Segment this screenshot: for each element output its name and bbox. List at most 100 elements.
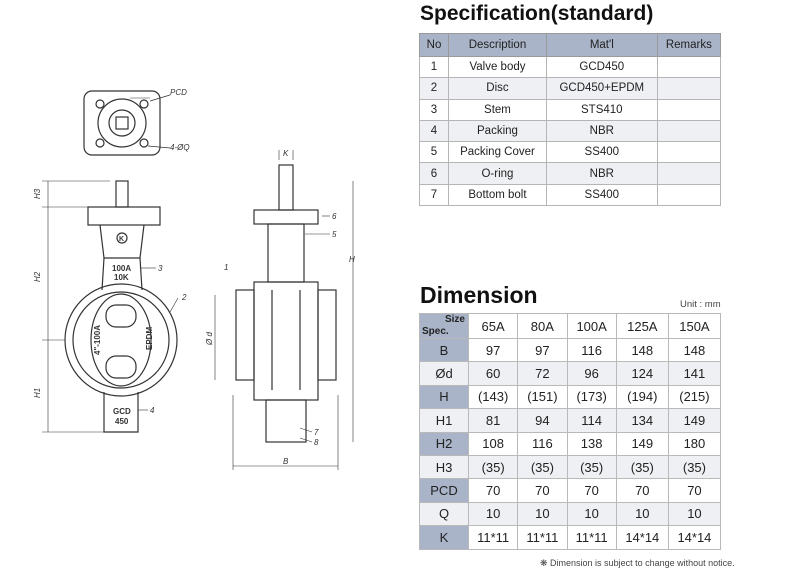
table-cell: GCD450+EPDM [545, 77, 658, 100]
table-cell: 10 [667, 501, 722, 527]
table-cell: 10 [517, 501, 568, 527]
table-cell: 70 [615, 478, 669, 503]
row-label: K [419, 525, 469, 550]
table-cell: Valve body [448, 55, 547, 79]
table-cell: 97 [467, 337, 519, 363]
table-cell: 148 [667, 337, 722, 363]
table-cell: 72 [517, 361, 568, 386]
body-mark-2: 10K [114, 273, 129, 282]
table-row: H(143)(151)(173)(194)(215) [419, 384, 722, 410]
table-cell: 180 [667, 431, 722, 456]
row-label: H3 [419, 454, 469, 480]
spec-header-description: Description [448, 33, 547, 57]
callout-7: 7 [314, 428, 319, 437]
table-cell [656, 77, 722, 100]
corner-size-label: Size [444, 314, 465, 325]
h-label: H [349, 255, 355, 264]
table-cell: 94 [517, 408, 568, 433]
dimension-title: Dimension [420, 282, 538, 308]
h3-label: H3 [33, 188, 42, 199]
table-cell: 5 [419, 141, 449, 164]
table-cell: (35) [566, 454, 617, 480]
body-mark-1: 100A [112, 264, 131, 273]
logo-k: K [119, 236, 124, 243]
table-cell: (35) [667, 454, 722, 480]
spec-header-no: No [419, 33, 449, 57]
h2-label: H2 [33, 271, 42, 282]
top-flange-view [83, 90, 171, 156]
table-cell: O-ring [448, 162, 547, 185]
table-cell: 149 [615, 431, 669, 456]
table-cell: (215) [667, 384, 722, 410]
k-label: K [283, 149, 289, 158]
table-cell [656, 55, 722, 79]
corner-spec-label: Spec. [422, 326, 449, 337]
table-cell: 60 [467, 361, 519, 386]
unit-label: Unit : mm [680, 299, 721, 310]
table-row: H3(35)(35)(35)(35)(35) [419, 454, 722, 480]
callout-4: 4 [150, 406, 155, 415]
table-cell: 70 [667, 478, 722, 503]
bottom-mark-1: GCD [113, 407, 131, 416]
row-label: H [419, 384, 469, 410]
table-cell: 10 [615, 501, 669, 527]
table-cell: 1 [419, 55, 449, 79]
table-cell: 97 [517, 337, 568, 363]
d-label: Ø d [205, 332, 214, 346]
specification-title: Specification(standard) [420, 2, 654, 25]
table-cell: NBR [545, 119, 658, 143]
table-cell: 70 [517, 478, 568, 503]
table-cell: 70 [566, 478, 617, 503]
table-cell [656, 141, 722, 164]
front-view [42, 97, 179, 433]
table-cell [656, 162, 722, 185]
h1-label: H1 [33, 388, 42, 398]
row-label: H2 [419, 431, 469, 456]
table-cell: 81 [467, 408, 519, 433]
table-cell: (35) [615, 454, 669, 480]
size-header: 100A [566, 313, 617, 339]
table-cell: 10 [467, 501, 519, 527]
row-label: B [419, 337, 469, 363]
table-cell: 11*11 [517, 525, 568, 550]
spec-header-material: Mat'l [545, 33, 658, 57]
disc-mark-1: 4"-100A [93, 325, 102, 355]
table-cell [656, 183, 722, 207]
table-cell: 14*14 [667, 525, 722, 550]
callout-8: 8 [314, 438, 319, 447]
table-cell [656, 98, 722, 121]
dimension-note: ❋ Dimension is subject to change without… [540, 558, 735, 568]
size-header: 80A [517, 313, 568, 339]
row-label: PCD [419, 478, 469, 503]
spec-header-remarks: Remarks [656, 33, 722, 57]
table-cell: (35) [517, 454, 568, 480]
table-cell: 96 [566, 361, 617, 386]
table-cell: 10 [566, 501, 617, 527]
table-cell: (194) [615, 384, 669, 410]
table-cell: GCD450 [545, 55, 658, 79]
table-cell: SS400 [545, 141, 658, 164]
table-cell: 11*11 [566, 525, 617, 550]
table-cell: (151) [517, 384, 568, 410]
table-cell: 138 [566, 431, 617, 456]
b-label: B [283, 457, 289, 466]
table-cell: Packing [448, 119, 547, 143]
table-cell: (35) [467, 454, 519, 480]
callout-1: 1 [224, 263, 228, 272]
table-cell: Stem [448, 98, 547, 121]
size-header: 150A [667, 313, 722, 339]
table-cell: 114 [566, 408, 617, 433]
holes-label: 4-ØQ [170, 143, 190, 152]
valve-technical-drawing: PCD 4-ØQ K H3 H2 H1 H Ø d B 100A 10K K 4… [33, 88, 355, 470]
table-cell: 70 [467, 478, 519, 503]
table-cell: 7 [419, 183, 449, 207]
